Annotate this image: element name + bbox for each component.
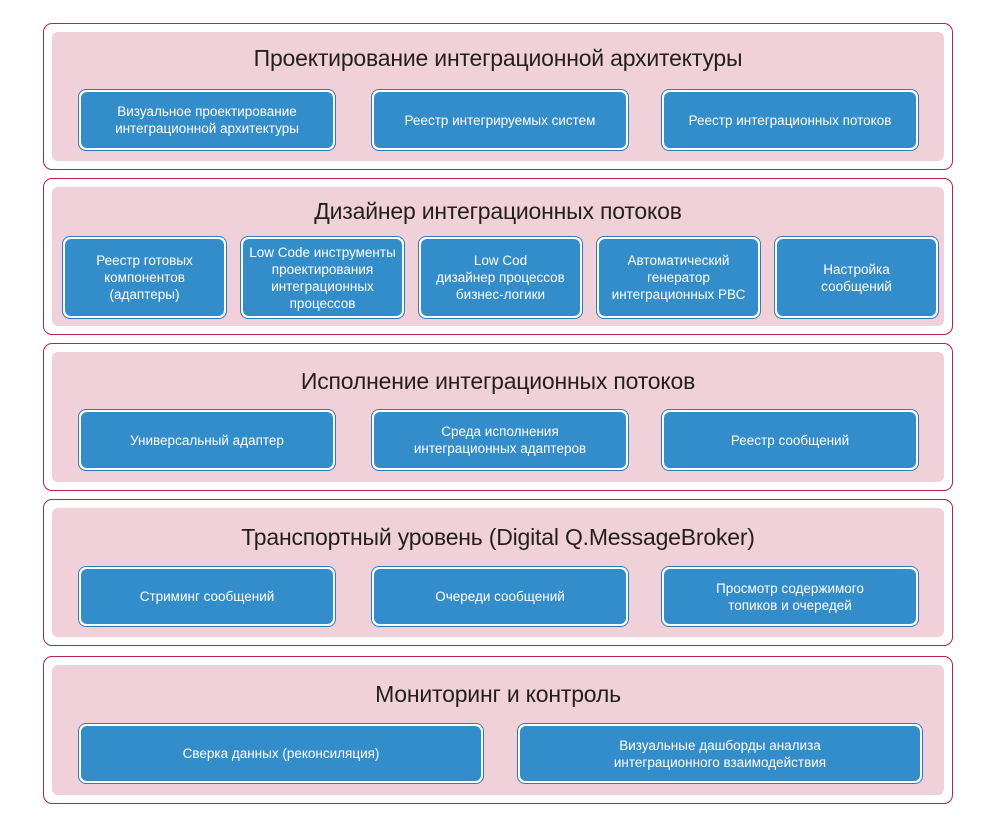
component-box[interactable]: Реестр интегрируемых систем — [371, 89, 629, 151]
layer-title: Проектирование интеграционной архитектур… — [253, 45, 743, 71]
component-label: Среда исполнения интеграционных адаптеро… — [374, 412, 626, 468]
component-label: Реестр интеграционных потоков — [664, 92, 916, 148]
component-label: Визуальные дашборды анализа интеграционн… — [520, 726, 920, 781]
component-box[interactable]: Реестр сообщений — [661, 409, 919, 471]
component-label: Реестр интегрируемых систем — [374, 92, 626, 148]
component-box[interactable]: Просмотр содержимого топиков и очередей — [661, 566, 919, 627]
component-label: Настройка сообщений — [777, 239, 936, 316]
component-label: Реестр сообщений — [664, 412, 916, 468]
component-label: Автоматический генератор интеграционных … — [599, 239, 758, 316]
component-box[interactable]: Универсальный адаптер — [78, 409, 336, 471]
component-box[interactable]: Среда исполнения интеграционных адаптеро… — [371, 409, 629, 471]
component-box[interactable]: Визуальное проектирование интеграционной… — [78, 89, 336, 151]
layer-flow-designer: Дизайнер интеграционных потоков Реестр г… — [43, 178, 953, 335]
component-label: Визуальное проектирование интеграционной… — [81, 92, 333, 148]
component-label: Low Code инструменты проектирования инте… — [243, 239, 402, 316]
component-label: Сверка данных (реконсиляция) — [81, 726, 481, 781]
component-box[interactable]: Реестр готовых компонентов (адаптеры) — [62, 236, 227, 319]
layer-title: Исполнение интеграционных потоков — [300, 368, 696, 394]
layer-title: Мониторинг и контроль — [375, 681, 621, 707]
layer-title: Транспортный уровень (Digital Q.MessageB… — [241, 524, 755, 550]
component-box[interactable]: Визуальные дашборды анализа интеграционн… — [517, 723, 923, 784]
layer-monitoring: Мониторинг и контроль Сверка данных (рек… — [43, 656, 953, 804]
component-label: Реестр готовых компонентов (адаптеры) — [65, 239, 224, 316]
layer-design-architecture: Проектирование интеграционной архитектур… — [43, 23, 953, 170]
component-label: Очереди сообщений — [374, 569, 626, 624]
component-box[interactable]: Low Code инструменты проектирования инте… — [240, 236, 405, 319]
component-box[interactable]: Сверка данных (реконсиляция) — [78, 723, 484, 784]
layer-title: Дизайнер интеграционных потоков — [314, 198, 682, 224]
component-label: Low Cod дизайнер процессов бизнес-логики — [421, 239, 580, 316]
component-label: Просмотр содержимого топиков и очередей — [664, 569, 916, 624]
component-box[interactable]: Автоматический генератор интеграционных … — [596, 236, 761, 319]
layer-flow-execution: Исполнение интеграционных потоков Универ… — [43, 343, 953, 491]
component-box[interactable]: Настройка сообщений — [774, 236, 939, 319]
component-label: Универсальный адаптер — [81, 412, 333, 468]
component-box[interactable]: Реестр интеграционных потоков — [661, 89, 919, 151]
component-label: Стриминг сообщений — [81, 569, 333, 624]
component-box[interactable]: Стриминг сообщений — [78, 566, 336, 627]
component-box[interactable]: Очереди сообщений — [371, 566, 629, 627]
layer-transport: Транспортный уровень (Digital Q.MessageB… — [43, 499, 953, 646]
component-box[interactable]: Low Cod дизайнер процессов бизнес-логики — [418, 236, 583, 319]
